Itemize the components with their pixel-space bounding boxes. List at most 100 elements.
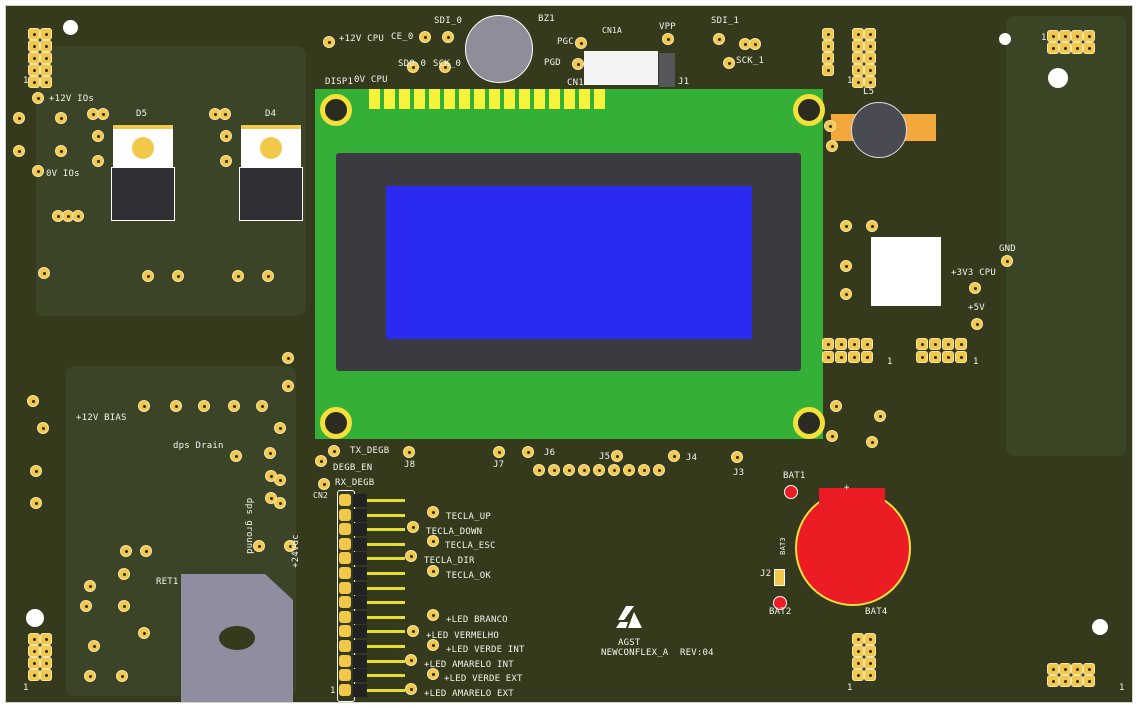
label-dps-drain: dps Drain — [173, 441, 224, 451]
solder-pad — [28, 64, 40, 76]
label-12v-cpu: +12V CPU — [339, 34, 384, 44]
cn2-pin — [339, 683, 351, 696]
cn2-pin-lead — [367, 645, 405, 648]
solder-pad — [40, 633, 52, 645]
solder-pad — [852, 657, 864, 669]
solder-pad — [32, 92, 44, 104]
solder-pad — [969, 282, 981, 294]
d4-body — [239, 167, 303, 221]
solder-pad — [315, 455, 327, 467]
cn2-pin — [339, 523, 351, 536]
d4-tab — [241, 125, 301, 171]
solder-pad — [442, 31, 454, 43]
solder-pad — [533, 464, 545, 476]
solder-pad — [623, 464, 635, 476]
label-led-verde-ext: +LED VERDE EXT — [444, 674, 523, 684]
cn2-pin — [339, 669, 351, 682]
label-j3: J3 — [733, 468, 745, 478]
cn2-pin — [339, 654, 351, 667]
label-ce0: CE_0 — [391, 32, 414, 42]
label-j7: J7 — [493, 460, 505, 470]
cn2-pin-housing — [353, 596, 367, 610]
label-3v3-cpu: +3V3 CPU — [951, 268, 996, 278]
solder-pad — [38, 267, 50, 279]
label-12v-bias: +12V BIAS — [76, 413, 127, 423]
cn2-pin — [339, 537, 351, 550]
label-24vdc: +24Vdc — [290, 534, 301, 568]
solder-pad — [822, 338, 834, 350]
battery-clip — [819, 488, 885, 518]
d5-tab — [113, 125, 173, 171]
label-bz1: BZ1 — [538, 14, 555, 24]
cn2-pin-lead — [367, 630, 405, 634]
lcd-pin — [489, 89, 500, 109]
lcd-pin — [399, 89, 410, 109]
solder-pad — [427, 535, 439, 547]
solder-pad — [228, 400, 240, 412]
label-bat4: BAT4 — [865, 607, 888, 617]
solder-pad — [864, 657, 876, 669]
solder-pad — [848, 338, 860, 350]
solder-pad — [1071, 675, 1083, 687]
solder-pad — [13, 112, 25, 124]
pin1-marker: 1 — [23, 683, 29, 693]
solder-pad — [864, 28, 876, 40]
solder-pad — [840, 220, 852, 232]
solder-pad — [864, 645, 876, 657]
label-d5: D5 — [136, 109, 148, 119]
lcd-pin — [384, 89, 395, 109]
cn2-pin-housing — [353, 581, 367, 595]
solder-pad — [522, 446, 534, 458]
solder-pad — [264, 447, 276, 459]
mounting-hole — [63, 20, 78, 35]
solder-pad — [28, 28, 40, 40]
pin1-marker: 1 — [887, 357, 893, 367]
solder-pad — [723, 57, 735, 69]
cn2-pin-lead — [367, 674, 405, 678]
solder-pad — [118, 568, 130, 580]
solder-pad — [668, 450, 680, 462]
lcd-pin — [519, 89, 530, 109]
solder-pad — [405, 683, 417, 695]
cn2-pin-lead — [367, 542, 405, 546]
cn2-pin-housing — [353, 669, 367, 683]
label-5v: +5V — [968, 303, 985, 313]
solder-pad — [731, 451, 743, 463]
solder-pad — [209, 108, 221, 120]
lcd-pin — [534, 89, 545, 109]
solder-pad — [1059, 42, 1071, 54]
solder-pad — [662, 33, 674, 45]
solder-pad — [830, 400, 842, 412]
cn2-pin — [339, 567, 351, 579]
lcd-pin — [474, 89, 485, 109]
pin1-marker: 1 — [330, 686, 336, 696]
label-sck0: SCK_0 — [433, 59, 462, 69]
solder-pad — [274, 422, 286, 434]
solder-pad — [28, 76, 40, 88]
solder-pad — [40, 52, 52, 64]
label-pgc: PGC — [557, 37, 574, 47]
mounting-hole — [320, 407, 352, 439]
cn2-pin-housing — [353, 640, 367, 653]
solder-pad — [852, 76, 864, 88]
label-led-amarelo-ext: +LED AMARELO EXT — [424, 689, 514, 699]
label-pgd: PGD — [544, 58, 561, 68]
solder-pad — [824, 120, 836, 132]
solder-pad — [55, 145, 67, 157]
solder-pad — [852, 64, 864, 76]
solder-pad — [439, 61, 451, 73]
label-cn1a: CN1A — [602, 26, 623, 35]
solder-pad — [1047, 663, 1059, 675]
pin1-marker: 1 — [23, 76, 29, 86]
lcd-screen — [386, 186, 752, 339]
solder-pad — [493, 446, 505, 458]
logo-text: AGST — [618, 638, 641, 648]
solder-pad — [274, 474, 286, 486]
lcd-pin — [444, 89, 455, 109]
j2-jumper — [774, 569, 785, 586]
mounting-hole — [793, 407, 825, 439]
label-sck1: SCK_1 — [736, 56, 765, 66]
solder-pad — [749, 38, 761, 50]
label-j2: J2 — [760, 569, 772, 579]
solder-pad — [1001, 255, 1013, 267]
